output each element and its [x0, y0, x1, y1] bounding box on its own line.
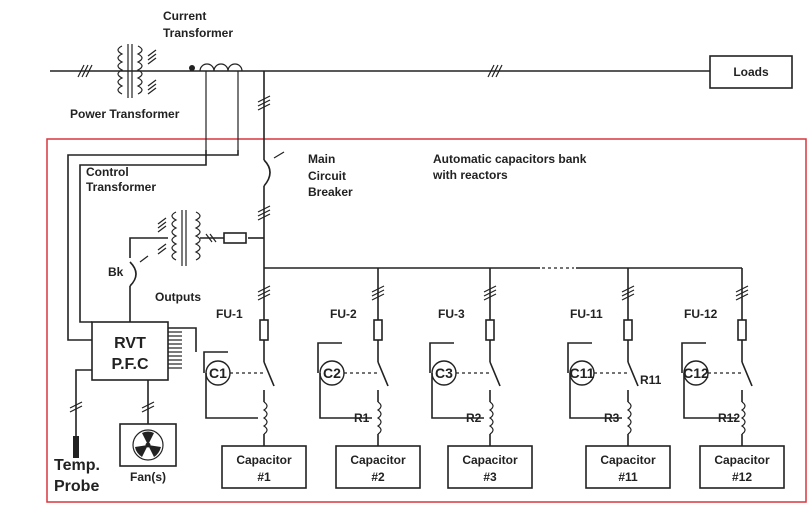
power-transformer-label: Power Transformer: [70, 107, 180, 121]
temp-probe-label-2: Probe: [54, 478, 99, 495]
fuse-3: [485, 319, 495, 341]
capacitor-number-2: #2: [371, 470, 385, 484]
contactor-label-5: C12: [683, 365, 709, 381]
fuse-4: [623, 319, 633, 341]
fan-unit: [119, 423, 177, 467]
current-transformer-label-2: Transformer: [163, 26, 233, 40]
current-transformer-label-1: Current: [163, 9, 206, 23]
control-transformer-label-1: Control: [86, 165, 129, 179]
capacitor-label-1: Capacitor: [236, 453, 292, 467]
main-breaker-label-3: Breaker: [308, 185, 353, 199]
rvt-label-1: RVT: [114, 335, 146, 352]
current-transformer-symbol: [189, 63, 243, 150]
contactor-label-4: C11: [570, 365, 595, 381]
capacitor-number-4: #11: [618, 470, 638, 484]
bank-feeder: [257, 71, 285, 268]
main-line: [50, 64, 710, 78]
fuse-label-4: FU-11: [570, 307, 603, 321]
loads-label: Loads: [733, 65, 769, 79]
capacitor-label-5: Capacitor: [714, 453, 770, 467]
control-wiring: [67, 150, 239, 341]
fuse-label-1: FU-1: [216, 307, 243, 321]
bank-label-1: Automatic capacitors bank: [433, 152, 587, 166]
contactor-label-1: C1: [209, 365, 227, 381]
contactor-label-3: C3: [435, 365, 453, 381]
main-breaker-label-1: Main: [308, 152, 335, 166]
reactor-3: [488, 401, 494, 435]
capacitor-number-5: #12: [732, 470, 752, 484]
reactor-label-3: R2: [466, 411, 482, 425]
capacitor-bank-frame: [46, 138, 807, 503]
control-transformer-symbol: [129, 210, 264, 322]
outputs-label: Outputs: [155, 290, 201, 304]
capacitor-label-4: Capacitor: [600, 453, 656, 467]
capacitor-box-1: [221, 445, 307, 489]
reactor-5: [740, 401, 746, 435]
capacitor-label-3: Capacitor: [462, 453, 518, 467]
fan-icon: [135, 431, 161, 457]
fuse-label-5: FU-12: [684, 307, 718, 321]
fans-label: Fan(s): [130, 470, 166, 484]
bank-label-2: with reactors: [432, 168, 508, 182]
reactor-1: [262, 401, 268, 435]
fuse-2: [373, 319, 383, 341]
capacitor-number-3: #3: [483, 470, 497, 484]
reactor-4: [626, 401, 632, 435]
temp-probe-label-1: Temp.: [54, 457, 100, 474]
capacitor-box-3: [447, 445, 533, 489]
rvt-controller: [69, 321, 197, 458]
reactor-label-2: R1: [354, 411, 370, 425]
power-transformer-symbol: [117, 44, 157, 98]
capacitor-number-1: #1: [257, 470, 271, 484]
capacitor-box-5: [699, 445, 785, 489]
contactor-label-2: C2: [323, 365, 341, 381]
bk-label: Bk: [108, 265, 124, 279]
reactor-label-4: R3: [604, 411, 620, 425]
capacitor-box-2: [335, 445, 421, 489]
capacitor-box-4: [585, 445, 671, 489]
fuse-label-3: FU-3: [438, 307, 465, 321]
resistor-label-4: R11: [640, 373, 662, 387]
fuse-5: [737, 319, 747, 341]
fuse-1: [259, 319, 269, 341]
capacitor-label-2: Capacitor: [350, 453, 406, 467]
fuse-label-2: FU-2: [330, 307, 357, 321]
control-transformer-label-2: Transformer: [86, 180, 156, 194]
reactor-2: [376, 401, 382, 435]
rvt-label-2: P.F.C: [111, 356, 149, 373]
main-breaker-label-2: Circuit: [308, 169, 346, 183]
reactor-label-5: R12: [718, 411, 740, 425]
loads-box: [709, 55, 793, 89]
